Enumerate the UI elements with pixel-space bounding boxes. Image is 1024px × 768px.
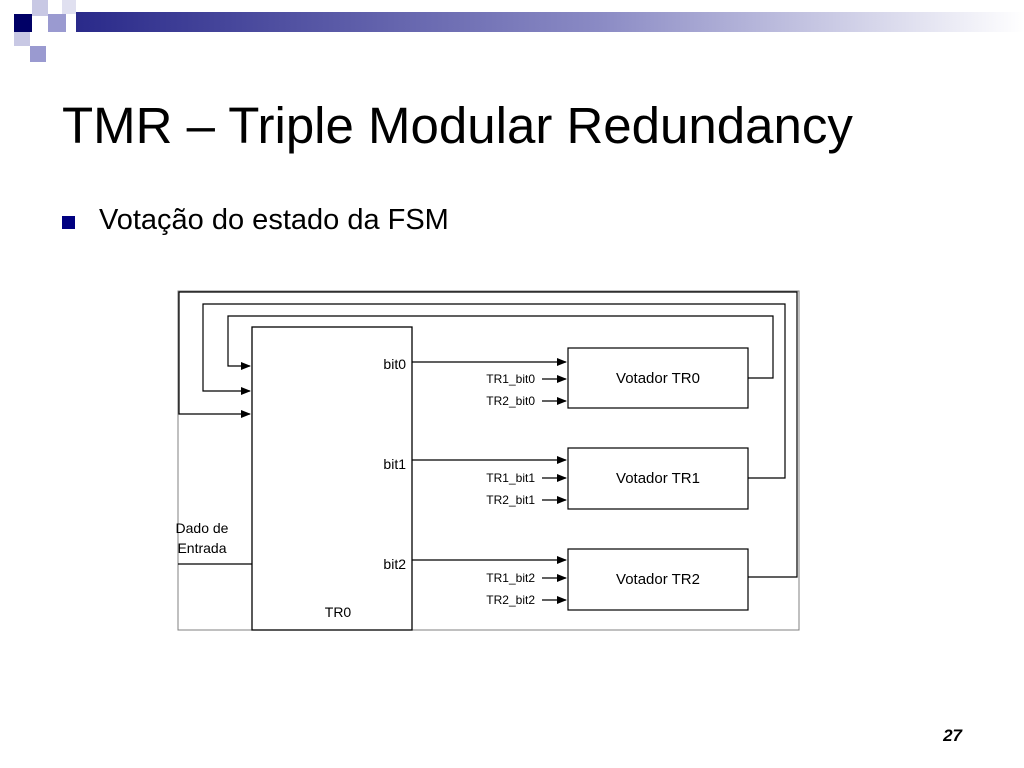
bit-label: bit1 [383,456,406,472]
voter-label: Votador TR1 [616,470,700,487]
deco-square [14,32,30,46]
bit-label: bit0 [383,356,406,372]
input-label: Dado de [176,520,229,536]
voter-label: Votador TR2 [616,571,700,588]
input-signal-label: TR1_bit0 [486,372,535,386]
bullet-text: Votação do estado da FSM [99,204,449,236]
header-gradient-band [76,12,1024,32]
deco-square [0,0,16,16]
deco-square [14,14,32,32]
input-label: Entrada [177,540,226,556]
voter-label: Votador TR0 [616,370,700,387]
feedback-line-tr1 [202,303,786,479]
input-signal-label: TR1_bit2 [486,571,535,585]
deco-square [48,14,66,32]
feedback-line-tr2 [178,291,798,578]
deco-square [32,0,48,16]
slide-title: TMR – Triple Modular Redundancy [62,97,853,154]
voter-box [567,548,749,611]
bullet-square-icon [62,216,75,229]
tr0-label: TR0 [325,604,352,620]
deco-square [30,46,46,62]
page-number: 27 [943,726,962,745]
bullet-item: Votação do estado da FSM [62,204,449,237]
deco-square [62,0,76,14]
diagram-frame [177,290,800,631]
deco-square [32,32,48,46]
bit-label: bit2 [383,556,406,572]
tr0-block [251,326,413,631]
voter-box [567,447,749,510]
input-signal-label: TR2_bit1 [486,493,535,507]
header-decoration [0,0,1024,62]
feedback-line-tr0 [227,315,774,379]
input-signal-label: TR2_bit2 [486,593,535,607]
input-signal-label: TR1_bit1 [486,471,535,485]
input-signal-label: TR2_bit0 [486,394,535,408]
